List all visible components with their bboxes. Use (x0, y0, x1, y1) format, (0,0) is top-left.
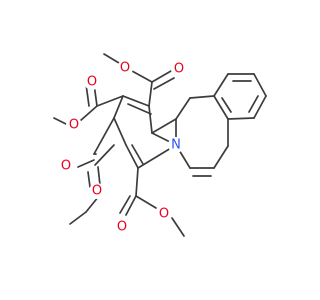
bond (125, 195, 137, 216)
bond (189, 95, 215, 99)
oxygen-atom: O (117, 60, 133, 76)
oxygen-atom: O (66, 117, 82, 133)
oxygen-atom: O (156, 206, 172, 222)
bond (94, 144, 115, 166)
bond (227, 117, 255, 120)
bond (87, 171, 91, 188)
oxygen-atom: O (89, 183, 105, 199)
bond (148, 105, 153, 134)
bond (153, 77, 175, 90)
bond (213, 73, 229, 97)
bond (97, 166, 101, 186)
bond (119, 195, 131, 214)
bond (151, 118, 177, 134)
bond (131, 144, 144, 165)
nitrogen-label: N (171, 138, 181, 153)
oxygen-atom: O (114, 219, 130, 235)
oxygen-atom: O (58, 158, 74, 174)
bond (213, 95, 229, 120)
bond (113, 117, 127, 146)
bond (96, 95, 124, 107)
chemical-structure-diagram: O O O O O O O O (53, 53, 267, 237)
oxygen-label: O (92, 184, 102, 199)
bond (131, 70, 153, 83)
oxygen-label: O (61, 159, 71, 174)
bond (127, 103, 152, 115)
oxygen-label: O (117, 220, 127, 235)
bond (213, 145, 229, 169)
bond (135, 195, 157, 209)
bond (253, 73, 267, 97)
bond (125, 144, 139, 169)
bond (171, 217, 185, 237)
oxygen-label: O (159, 207, 169, 222)
bond (148, 81, 153, 107)
oxygen-atom: O (171, 61, 187, 77)
bond (69, 211, 87, 225)
bond (221, 97, 232, 113)
oxygen-label: O (174, 62, 184, 77)
bond-lines (53, 53, 267, 237)
oxygen-label: O (120, 61, 130, 76)
nitrogen-atom: N (168, 137, 184, 153)
bond (135, 167, 139, 197)
bond (77, 159, 95, 168)
bond (175, 97, 191, 120)
oxygen-label: O (87, 75, 97, 90)
bond (122, 95, 150, 107)
bond (79, 105, 98, 122)
atom-labels: O O O O O O O O (58, 60, 187, 235)
bond (248, 95, 259, 113)
bond (93, 117, 115, 155)
oxygen-label: O (69, 118, 79, 133)
bond (253, 95, 267, 119)
bond (113, 95, 124, 119)
bond (151, 70, 172, 83)
oxygen-atom: O (84, 74, 100, 90)
